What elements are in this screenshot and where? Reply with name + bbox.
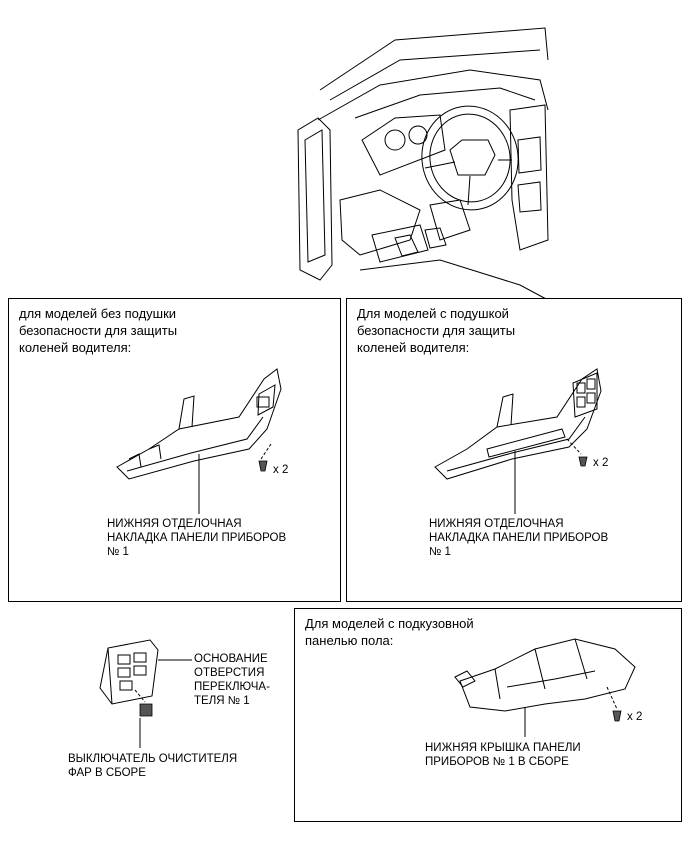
lower-finish-panel-illustration [434, 368, 602, 514]
bolt-quantity: x 2 [273, 464, 289, 476]
panel-with-knee-airbag: Для моделей с подушкой безопасности для … [346, 298, 682, 602]
panel-without-knee-airbag: для моделей без подушки безопасности для… [8, 298, 341, 602]
lower-finish-panel-illustration [116, 368, 282, 514]
switch-base-label: ОСНОВАНИЕ ОТВЕРСТИЯ ПЕРЕКЛЮЧА- ТЕЛЯ № 1 [194, 653, 270, 707]
bolt-quantity: x 2 [627, 711, 643, 723]
panel-header: для моделей без подушки безопасности для… [19, 306, 178, 355]
dashboard-overview-illustration [297, 27, 549, 301]
panel-with-underbody-panel: Для моделей с подкузовной панелью пола: … [294, 608, 682, 822]
panel-header: Для моделей с подкузовной панелью пола: [305, 616, 474, 648]
part-label: НИЖНЯЯ ОТДЕЛОЧНАЯ НАКЛАДКА ПАНЕЛИ ПРИБОР… [429, 518, 609, 558]
bolt-quantity: x 2 [593, 457, 609, 469]
headlamp-cleaner-switch-label: ВЫКЛЮЧАТЕЛЬ ОЧИСТИТЕЛЯ ФАР В СБОРЕ [68, 753, 238, 779]
part-label: НИЖНЯЯ КРЫШКА ПАНЕЛИ ПРИБОРОВ № 1 В СБОР… [425, 742, 581, 768]
panel-header: Для моделей с подушкой безопасности для … [357, 306, 516, 355]
lower-cover-illustration [454, 638, 636, 737]
part-label: НИЖНЯЯ ОТДЕЛОЧНАЯ НАКЛАДКА ПАНЕЛИ ПРИБОР… [107, 518, 287, 558]
